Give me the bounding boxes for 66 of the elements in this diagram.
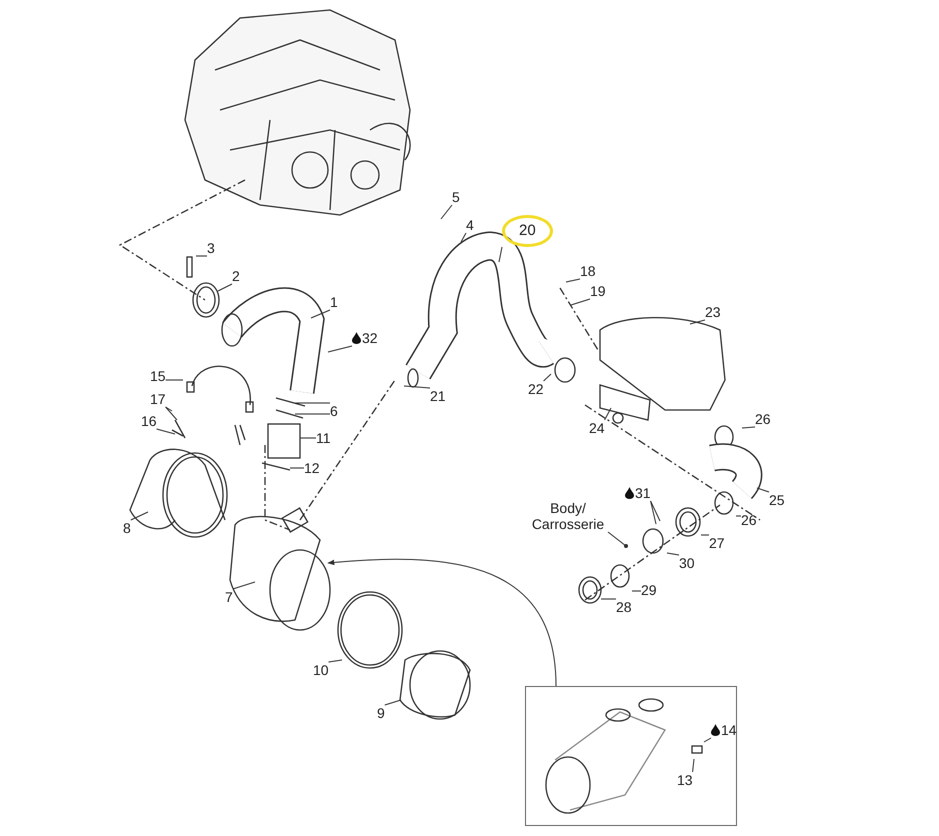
callout-number: 30 [679, 555, 695, 571]
callout-number: 13 [677, 772, 693, 788]
leader-line [566, 278, 580, 282]
leader-line [292, 402, 330, 404]
leader-line [608, 532, 628, 548]
callout-number: 11 [316, 430, 331, 446]
leader-line [650, 500, 660, 522]
leader-line [692, 758, 694, 772]
callout-number: 29 [641, 582, 657, 598]
reference-note: Body/ Carrosserie [528, 500, 608, 532]
leader-line [604, 408, 612, 420]
callout-number: 32 [352, 330, 378, 346]
leader-line [165, 406, 172, 412]
leader-line [650, 500, 656, 524]
callout-number: 16 [141, 413, 157, 429]
leader-line [130, 512, 148, 520]
callout-number: 20 [502, 215, 553, 247]
leader-line [328, 660, 342, 662]
leader-line [742, 426, 756, 428]
callout-number: 6 [330, 403, 338, 419]
inset-frame [525, 686, 737, 826]
leader-line [310, 310, 330, 318]
callout-number: 10 [313, 662, 329, 678]
leader-line [700, 534, 710, 536]
callout-number: 25 [769, 492, 785, 508]
leader-line [165, 406, 178, 420]
callout-number: 31 [625, 485, 651, 501]
callout-number: 21 [430, 388, 446, 404]
callout-number: 17 [150, 391, 166, 407]
leader-line [156, 428, 176, 434]
callout-number: 19 [590, 283, 606, 299]
leader-line [384, 700, 402, 706]
leader-line [404, 386, 430, 388]
callout-number: 9 [377, 705, 385, 721]
callout-number: 15 [150, 368, 166, 384]
arrow [327, 558, 556, 686]
callout-number: 7 [225, 589, 233, 605]
callout-number: 2 [232, 268, 240, 284]
leader-line [600, 598, 616, 600]
leader-line [440, 204, 452, 220]
callout-number: 3 [207, 240, 215, 256]
leader-line [632, 590, 642, 592]
callout-number: 23 [705, 304, 721, 320]
leader-line [218, 284, 232, 292]
leader-line [543, 374, 552, 382]
callout-number: 27 [709, 535, 725, 551]
callout-number: 12 [304, 460, 320, 476]
leader-line [498, 246, 502, 262]
leader-line [666, 552, 680, 556]
leader-line [570, 298, 590, 306]
callout-number: 1 [330, 294, 338, 310]
callout-number: 5 [452, 189, 460, 205]
callout-number: 22 [528, 381, 544, 397]
leader-line [232, 582, 256, 590]
leader-line [704, 738, 712, 742]
leader-line [460, 232, 466, 242]
callout-number: 26 [741, 512, 757, 528]
leader-line [756, 488, 770, 492]
leader-line [690, 320, 706, 324]
callout-number: 24 [589, 420, 605, 436]
leader-line [328, 346, 352, 352]
callout-number: 4 [466, 217, 474, 233]
callout-number: 26 [755, 411, 771, 427]
callout-number: 28 [616, 599, 632, 615]
callout-number: 8 [123, 520, 131, 536]
callout-number: 18 [580, 263, 596, 279]
